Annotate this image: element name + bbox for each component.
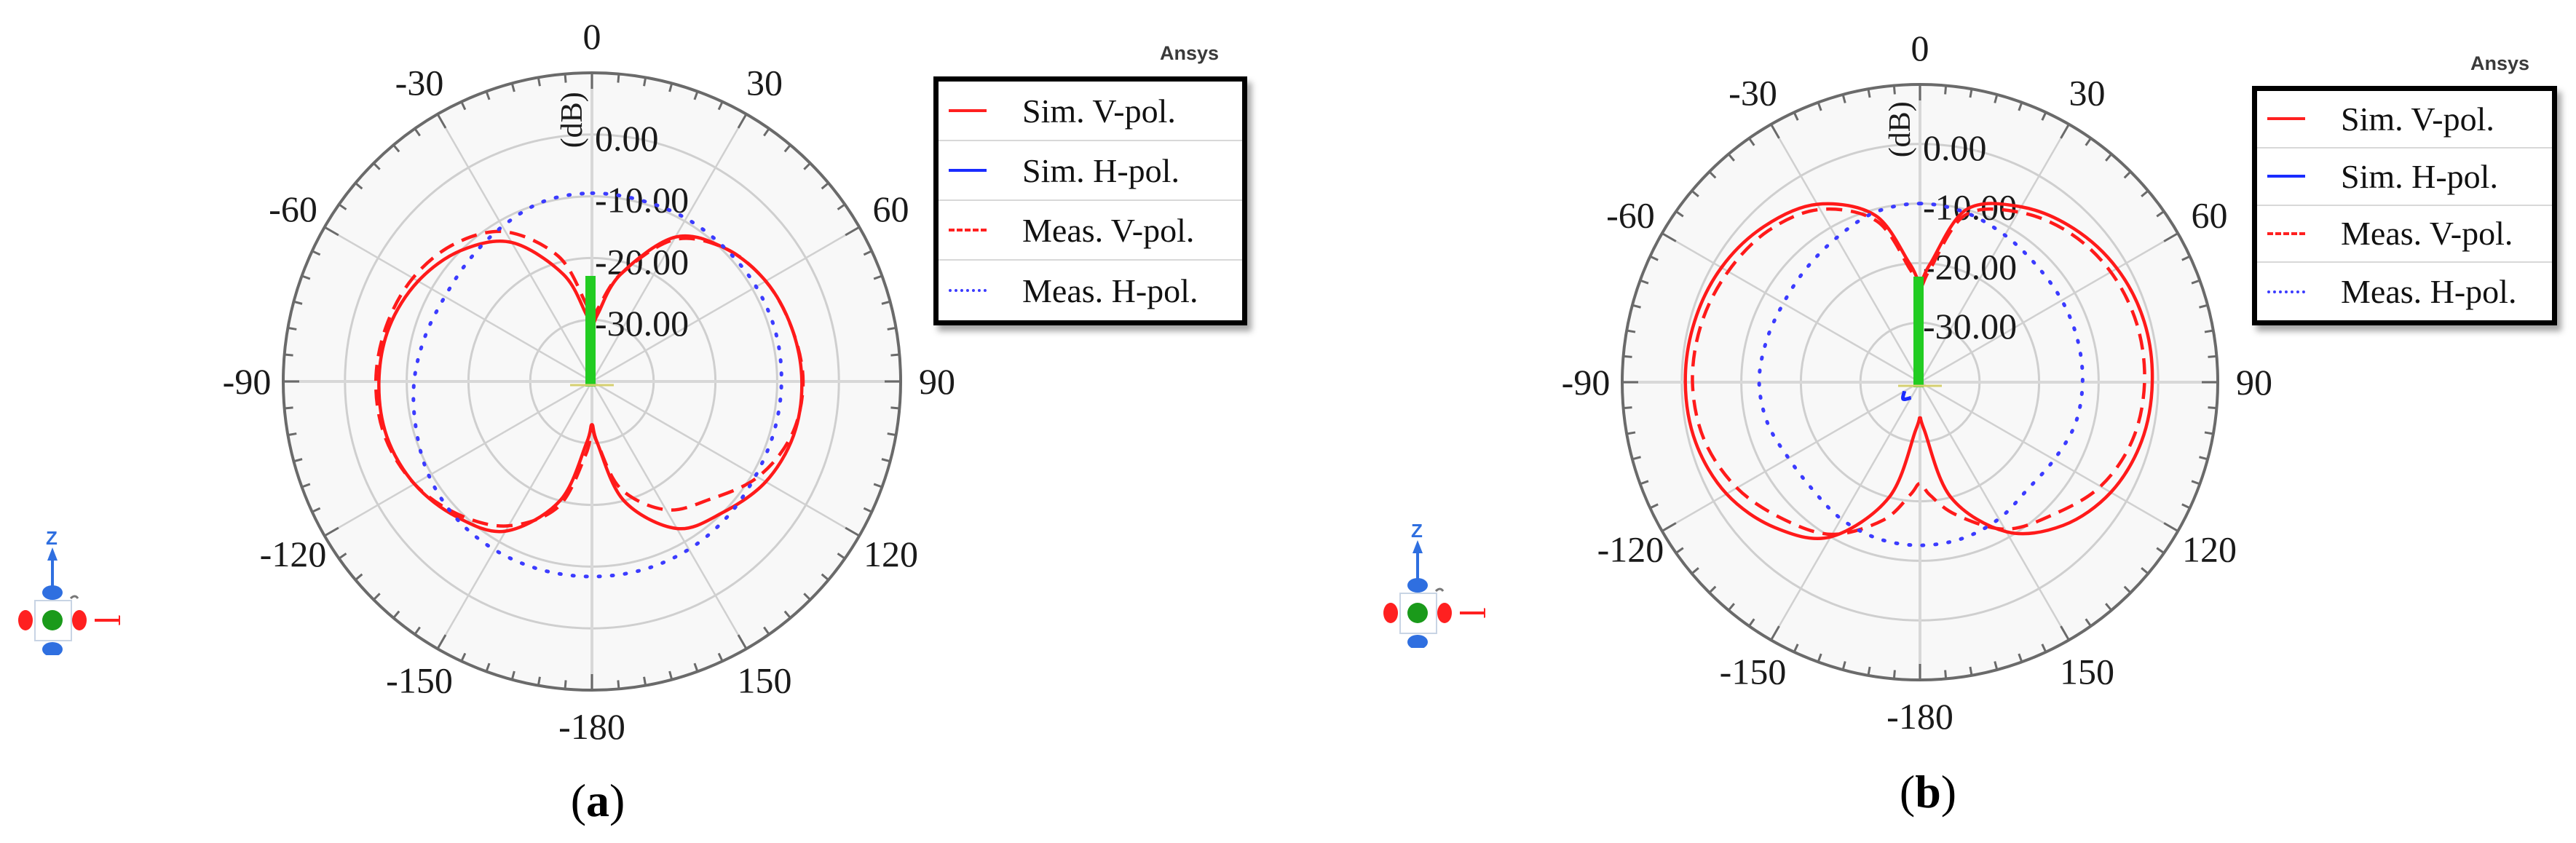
angle-tick-label: -120 bbox=[260, 534, 327, 574]
legend-label: Sim. H-pol. bbox=[2341, 157, 2498, 195]
angle-tick-label: 60 bbox=[2192, 195, 2228, 236]
caption-text: (a) bbox=[570, 775, 625, 826]
radial-tick-label: -30.00 bbox=[595, 303, 689, 344]
legend-item-meas-h-pol: Meas. H-pol. bbox=[939, 261, 1242, 320]
angle-tick-label: -30 bbox=[395, 63, 444, 103]
legend-label: Sim. V-pol. bbox=[1022, 92, 1176, 130]
axis-orientation-gizmo[interactable]: Z X bbox=[1354, 502, 1513, 649]
legend-item-sim-h-pol: Sim. H-pol. bbox=[2257, 149, 2552, 206]
legend-label: Meas. V-pol. bbox=[2341, 215, 2513, 253]
legend-item-meas-v-pol: Meas. V-pol. bbox=[2257, 206, 2552, 264]
legend-label: Sim. V-pol. bbox=[2341, 100, 2494, 138]
svg-text:Z: Z bbox=[46, 527, 58, 549]
legend-b: Sim. V-pol. Sim. H-pol. Meas. V-pol. Mea… bbox=[2252, 86, 2557, 325]
radial-tick-label: -30.00 bbox=[1923, 306, 2017, 347]
angle-tick-label: 150 bbox=[2060, 652, 2114, 692]
angle-tick-label: -30 bbox=[1728, 72, 1777, 113]
legend-swatch-dashed-red bbox=[949, 229, 987, 231]
caption-b: (b) bbox=[1900, 765, 1956, 819]
angle-tick-label: 30 bbox=[2069, 72, 2106, 113]
legend-label: Meas. V-pol. bbox=[1022, 211, 1195, 249]
radial-unit-label: (dB) bbox=[1884, 101, 1917, 157]
legend-swatch-solid-blue bbox=[2267, 175, 2305, 178]
xyz-axes-icon: Z X bbox=[18, 527, 148, 657]
legend-label: Meas. H-pol. bbox=[2341, 273, 2517, 311]
angle-tick-label: -60 bbox=[269, 189, 317, 229]
radial-tick-label: 0.00 bbox=[595, 118, 659, 159]
angle-tick-label: -120 bbox=[1597, 529, 1664, 570]
svg-text:Z: Z bbox=[1411, 520, 1423, 542]
xyz-axes-icon: Z X bbox=[1383, 520, 1513, 649]
series-sim-v-pol bbox=[1683, 202, 2154, 540]
polar-chart-a: 0 30 60 90 120 150 -180 -150 -120 -90 -60 -30 0.00 -1… bbox=[0, 16, 1247, 828]
radial-tick-label: 0.00 bbox=[1923, 127, 1987, 168]
angle-tick-label: 0 bbox=[1911, 28, 1929, 68]
angle-tick-label: -150 bbox=[386, 660, 453, 700]
legend-item-sim-v-pol: Sim. V-pol. bbox=[939, 82, 1242, 141]
angle-tick-label: 30 bbox=[746, 63, 783, 103]
ansys-watermark: Ansys bbox=[1160, 42, 1220, 64]
polar-plot-b: 0306090120150-180-150-120-90-60-300.00-1… bbox=[1562, 28, 2272, 737]
antenna-model-icon bbox=[1913, 277, 1924, 387]
angle-tick-label: -180 bbox=[558, 706, 625, 747]
radial-unit-label: (dB) bbox=[556, 92, 589, 148]
legend-swatch-solid-blue bbox=[949, 169, 987, 172]
angle-tick-label: 90 bbox=[2236, 362, 2272, 403]
legend-item-sim-h-pol: Sim. H-pol. bbox=[939, 141, 1242, 201]
angle-tick-label: 120 bbox=[864, 534, 918, 574]
legend-swatch-dotted-blue bbox=[949, 289, 987, 292]
angle-tick-label: -90 bbox=[1562, 362, 1611, 403]
angle-tick-label: 60 bbox=[872, 189, 909, 229]
legend-swatch-solid-red bbox=[949, 109, 987, 112]
polar-plot-a: 0 30 60 90 120 150 -180 -150 -120 -90 -60 -30 0.00 -1… bbox=[223, 16, 955, 747]
legend-item-sim-v-pol: Sim. V-pol. bbox=[2257, 91, 2552, 149]
legend-item-meas-h-pol: Meas. H-pol. bbox=[2257, 263, 2552, 320]
angle-tick-label: -60 bbox=[1606, 195, 1655, 236]
legend-label: Meas. H-pol. bbox=[1022, 272, 1198, 309]
antenna-model-icon bbox=[585, 276, 596, 387]
series-meas-h-pol bbox=[411, 191, 783, 579]
series-meas-v-pol bbox=[1691, 207, 2146, 537]
angle-tick-label: 90 bbox=[919, 361, 955, 402]
legend-swatch-solid-red bbox=[2267, 117, 2305, 121]
ansys-watermark: Ansys bbox=[2470, 52, 2530, 74]
angle-tick-label: 150 bbox=[738, 660, 792, 700]
legend-a: Sim. V-pol. Sim. H-pol. Meas. V-pol. Mea… bbox=[933, 76, 1247, 325]
angle-tick-label: -150 bbox=[1720, 652, 1787, 692]
caption-text: (b) bbox=[1899, 766, 1957, 818]
legend-item-meas-v-pol: Meas. V-pol. bbox=[939, 201, 1242, 261]
angle-tick-label: -90 bbox=[223, 361, 272, 402]
axis-orientation-gizmo[interactable]: Z X bbox=[0, 510, 148, 657]
legend-swatch-dashed-red bbox=[2267, 231, 2305, 235]
legend-swatch-dotted-blue bbox=[2267, 290, 2305, 293]
series-meas-v-pol bbox=[374, 229, 805, 528]
radial-tick-label: -10.00 bbox=[595, 180, 689, 221]
angle-tick-label: 120 bbox=[2182, 529, 2237, 570]
angle-tick-label: -180 bbox=[1886, 696, 1953, 737]
series-sim-h-pol bbox=[1901, 390, 1912, 401]
legend-label: Sim. H-pol. bbox=[1022, 151, 1180, 189]
angle-tick-label: 0 bbox=[583, 16, 601, 57]
caption-a: (a) bbox=[571, 774, 625, 828]
radial-tick-label: -20.00 bbox=[595, 241, 689, 282]
